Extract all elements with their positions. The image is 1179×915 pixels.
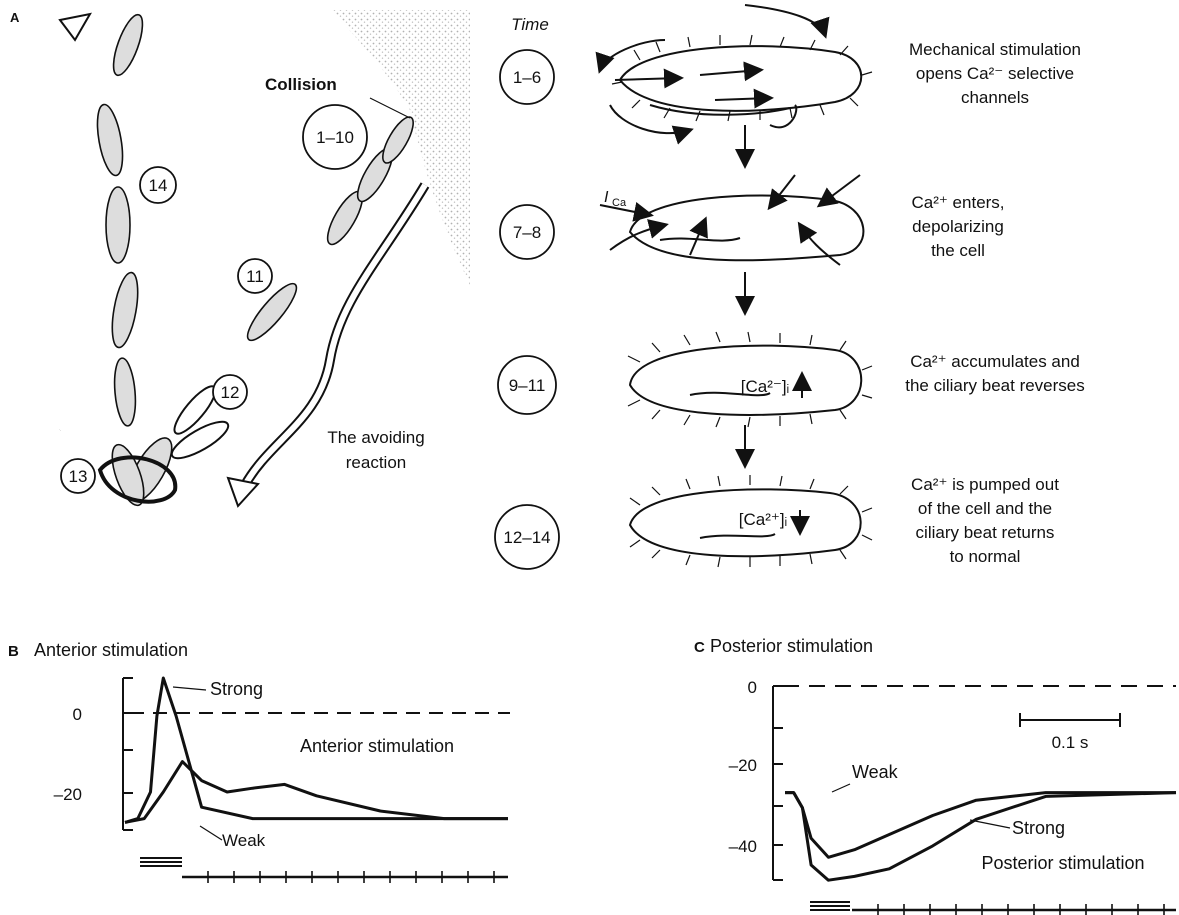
cell-calcium-influx: I Ca [599, 174, 865, 266]
step-time-marker: 7–8 [499, 204, 555, 260]
panel-c-stimulus-marker [810, 901, 850, 911]
panel-c-tick-minus40: –40 [729, 837, 757, 856]
ribbon-arrowhead-down [226, 476, 260, 508]
step-description: Mechanical stimulation opens Ca²⁻ select… [909, 40, 1081, 107]
panel-c-inner-label: Posterior stimulation [981, 853, 1144, 873]
svg-text:9–11: 9–11 [509, 376, 546, 395]
collision-label: Collision [265, 75, 337, 94]
svg-text:Ca²⁺ is pumped out: Ca²⁺ is pumped out [911, 475, 1059, 494]
paramecium-group [96, 13, 414, 507]
step-description: Ca²⁺ is pumped out of the cell and the c… [911, 475, 1059, 566]
panel-c-scale-bar: 0.1 s [1019, 713, 1121, 752]
svg-text:the cell: the cell [931, 241, 985, 260]
svg-text:0.1 s: 0.1 s [1052, 733, 1089, 752]
sequence-marker: 11 [237, 258, 273, 294]
cell-calcium-accumulation: [Ca²⁻]ᵢ [627, 331, 873, 428]
sequence-marker: 12 [212, 374, 248, 410]
panel-b-tick-minus20: –20 [54, 785, 82, 804]
panel-b-title: Anterior stimulation [34, 640, 188, 660]
svg-text:7–8: 7–8 [513, 223, 541, 242]
avoiding-label-line2: reaction [346, 453, 406, 472]
sequence-marker: 1–10 [302, 104, 368, 170]
intracellular-calcium-label: [Ca²⁻]ᵢ [741, 377, 790, 396]
svg-text:11: 11 [246, 267, 264, 286]
svg-text:12: 12 [221, 383, 240, 402]
panel-b-stimulus-marker [140, 857, 182, 867]
svg-text:of the cell and the: of the cell and the [918, 499, 1052, 518]
panel-b-weak-trace [124, 760, 508, 824]
step-description: Ca²⁺ accumulates and the ciliary beat re… [905, 352, 1085, 395]
panel-b-strong-trace [124, 676, 508, 824]
svg-text:ciliary beat returns: ciliary beat returns [916, 523, 1055, 542]
current-subscript: Ca [612, 197, 627, 209]
time-header: Time [511, 15, 549, 34]
panel-b-plot [124, 676, 508, 824]
collision-wall [330, 10, 470, 285]
cell-mechanical-stimulation [595, 4, 873, 145]
step-time-marker: 1–6 [499, 49, 555, 105]
panel-b-strong-label: Strong [210, 679, 263, 699]
current-label: I [604, 189, 609, 206]
svg-text:depolarizing: depolarizing [912, 217, 1004, 236]
panel-c-title: Posterior stimulation [710, 636, 873, 656]
svg-text:12–14: 12–14 [503, 528, 550, 547]
svg-text:channels: channels [961, 88, 1029, 107]
svg-text:1–6: 1–6 [513, 68, 541, 87]
panel-b-inner-label: Anterior stimulation [300, 736, 454, 756]
panel-a-label: A [10, 10, 20, 25]
svg-text:opens Ca²⁻ selective: opens Ca²⁻ selective [916, 64, 1074, 83]
svg-text:to normal: to normal [950, 547, 1021, 566]
panel-b-time-base [182, 871, 508, 883]
svg-text:1–10: 1–10 [316, 128, 354, 147]
panel-c-letter: C [694, 639, 705, 656]
panel-c-tick-minus20: –20 [729, 756, 757, 775]
svg-text:Ca²⁺ accumulates and: Ca²⁺ accumulates and [910, 352, 1080, 371]
panel-c-weak-trace [785, 791, 1176, 859]
svg-text:14: 14 [149, 176, 168, 195]
step-description: Ca²⁺ enters, depolarizing the cell [911, 193, 1004, 260]
sequence-marker: 13 [60, 458, 96, 494]
ribbon-arrowhead-up [58, 12, 92, 42]
panel-c-strong-label: Strong [1012, 818, 1065, 838]
panel-c-plot [785, 791, 1177, 882]
panel-c-time-base [852, 904, 1176, 915]
svg-text:the ciliary beat reverses: the ciliary beat reverses [905, 376, 1085, 395]
svg-text:Mechanical stimulation: Mechanical stimulation [909, 40, 1081, 59]
svg-text:Ca²⁺ enters,: Ca²⁺ enters, [911, 193, 1004, 212]
svg-text:13: 13 [69, 467, 88, 486]
panel-b-tick-0: 0 [73, 705, 82, 724]
step-time-marker: 12–14 [494, 504, 560, 570]
panel-c-tick-0: 0 [748, 678, 757, 697]
sequence-marker: 14 [139, 166, 177, 204]
panel-b-letter: B [8, 643, 19, 660]
panel-b-weak-label: Weak [222, 831, 266, 850]
intracellular-calcium-label: [Ca²⁺]ᵢ [739, 510, 788, 529]
cell-calcium-pumped-out: [Ca²⁺]ᵢ [628, 475, 873, 568]
avoiding-label-line1: The avoiding [327, 428, 424, 447]
panel-c-weak-label: Weak [852, 762, 899, 782]
step-time-marker: 9–11 [497, 355, 557, 415]
